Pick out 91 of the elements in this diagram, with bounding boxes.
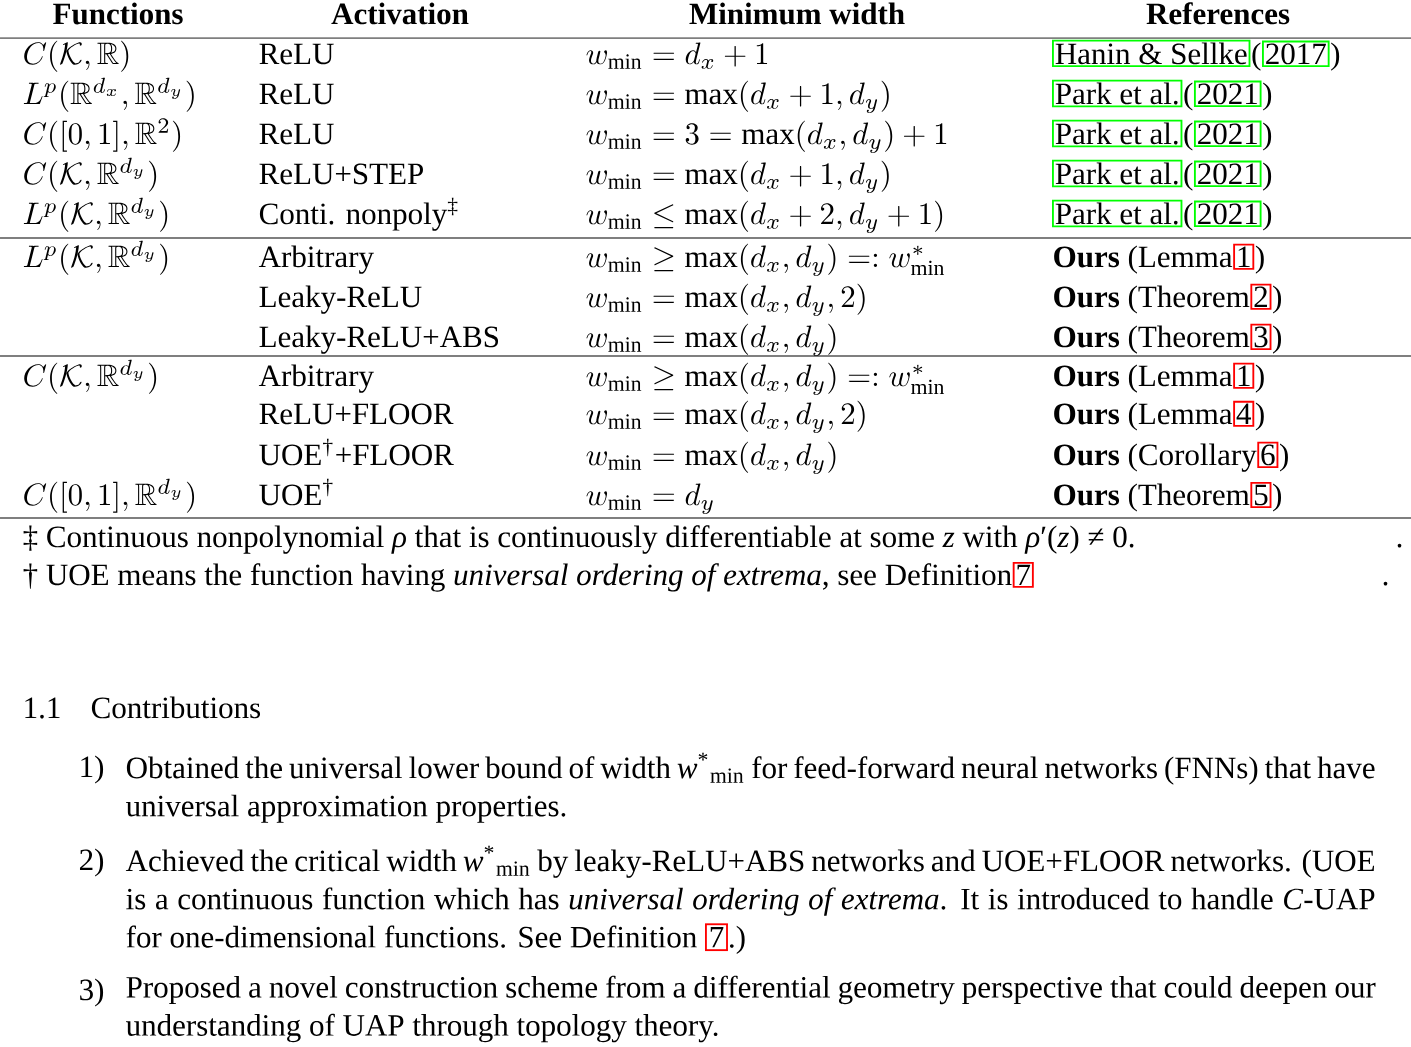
period-mark: . <box>1383 581 1388 586</box>
citation-link: 2 <box>1250 283 1272 310</box>
reference-text: Ours (Lemma <box>1054 245 1233 274</box>
list-number: 3) <box>80 978 104 1007</box>
citation-link: 2021 <box>1193 200 1262 228</box>
section-title: Contributions <box>91 696 261 719</box>
citation-link: 6 <box>1257 441 1279 469</box>
width-formula: $w_{\min} \geq \max(d_x, d_y) =: w^*_{\min}$ <box>586 243 945 277</box>
parenthesis: ) <box>1273 483 1282 512</box>
section-number: 1.1 <box>25 697 60 719</box>
activation-name: ReLU+STEP <box>259 163 423 185</box>
function-space: $L^p(\mathcal{K},\mathbb{R}^{d_y})$ <box>23 197 168 232</box>
function-space: $L^p(\mathcal{K},\mathbb{R}^{d_y})$ <box>23 240 168 275</box>
citation-link: 4 <box>1233 400 1255 427</box>
width-formula: $w_{\min} = \max(d_x, d_y)$ <box>586 323 836 357</box>
citation-link: Hanin & Sellke <box>1052 39 1251 68</box>
citation-link: 2017 <box>1262 40 1330 68</box>
citation-link: 1 <box>1233 243 1255 270</box>
parenthesis: ( <box>1184 82 1193 111</box>
activation-name: Leaky-ReLU+ABS <box>259 325 499 354</box>
reference-text: Ours (Theorem <box>1054 483 1250 512</box>
parenthesis: ) <box>1255 245 1264 274</box>
width-formula: $w_{\min} = 3 = \max(d_x, d_y) + 1$ <box>586 120 947 154</box>
activation-name: Conti. nonpoly$^{‡}$ <box>259 197 458 231</box>
width-formula: $w_{\min} = d_y$ <box>586 483 713 515</box>
activation-name: ReLU <box>259 43 334 65</box>
width-formula: $w_{\min} \leq \max(d_x + 2, d_y + 1)$ <box>586 200 943 234</box>
citation-link: Park et al. <box>1052 79 1183 108</box>
parenthesis: ) <box>1255 364 1264 393</box>
function-space: $C(\mathcal{K},\mathbb{R})$ <box>24 40 129 72</box>
activation-name: ReLU <box>259 123 334 145</box>
activation-name: ReLU <box>259 83 334 105</box>
parenthesis: ) <box>1263 122 1272 151</box>
citation-link: 2021 <box>1193 120 1262 148</box>
parenthesis: ) <box>1273 325 1282 354</box>
activation-name: UOE$^{†}$+FLOOR <box>259 438 454 466</box>
citation-link: Park et al. <box>1052 119 1183 148</box>
width-formula: $w_{\min} = \max(d_x, d_y, 2)$ <box>586 400 865 434</box>
parenthesis: ) <box>1331 42 1340 71</box>
list-number: 2) <box>80 848 104 877</box>
citation-link: 5 <box>1250 481 1272 509</box>
activation-name: Leaky-ReLU <box>259 285 422 314</box>
citation-link: 3 <box>1250 323 1272 351</box>
citation-link: Park et al. <box>1052 199 1183 228</box>
width-formula: $w_{\min} = \max(d_x, d_y)$ <box>586 441 836 475</box>
reference-text: Ours (Corollary <box>1054 443 1257 472</box>
function-space: $C(\mathcal{K},\mathbb{R}^{d_y})$ <box>24 359 157 394</box>
list-item-text: Obtained the universal lower bound of width w$^{*}$$_{min}$ for feed-forward neural networks (FNNs) that have universal approximation properties. <box>126 752 1375 823</box>
list-number: 1) <box>81 755 104 784</box>
citation-link: 1 <box>1233 362 1255 389</box>
reference-text: Ours (Lemma <box>1054 364 1233 393</box>
footnote: ‡ Continuous nonpolynomial ρ that is continuously differentiable at some z with ρ′(z) ≠ 0. <box>23 525 1134 554</box>
list-item-text: Proposed a novel construction scheme from a differential geometry perspective that could deepen our understanding of UAP through topology theory. <box>126 975 1376 1043</box>
parenthesis: ( <box>1184 122 1193 151</box>
column-header: Minimum width <box>689 2 905 25</box>
parenthesis: ) <box>1280 443 1288 472</box>
reference-text: Ours (Theorem <box>1054 285 1250 314</box>
parenthesis: ) <box>1263 202 1272 231</box>
activation-name: Arbitrary <box>258 364 374 393</box>
function-space: $L^p(\mathbb{R}^{d_x},\mathbb{R}^{d_y})$ <box>23 77 194 112</box>
parenthesis: ( <box>1252 42 1261 71</box>
parenthesis: ( <box>1184 202 1193 231</box>
reference-text: Ours (Theorem <box>1054 325 1250 354</box>
function-space: $C([0,1],\mathbb{R}^2)$ <box>24 118 181 152</box>
function-space: $C([0,1],\mathbb{R}^{d_y})$ <box>24 478 195 513</box>
citation-link: 7 <box>704 923 729 952</box>
period-mark: . <box>1397 543 1402 548</box>
parenthesis: ) <box>1263 82 1272 111</box>
citation-link: 2021 <box>1193 160 1262 188</box>
activation-name: UOE$^{†}$ <box>259 478 333 506</box>
column-header: Activation <box>331 2 469 25</box>
list-item-text: Achieved the critical width w$^{*}$$_{min}$ by leaky-ReLU+ABS networks and UOE+FLOOR networks. (UOE is a continuous function which has universal ordering of extrema. It is introduced to handle C-UAP for one-dimensional functions. See Definition 7 .) <box>125 845 1375 954</box>
citation-link: Park et al. <box>1052 159 1183 188</box>
function-space: $C(\mathcal{K},\mathbb{R}^{d_y})$ <box>24 157 157 192</box>
width-formula: $w_{\min} = \max(d_x + 1, d_y)$ <box>586 80 889 114</box>
citation-link: 7 <box>1012 561 1034 588</box>
width-formula: $w_{\min} = \max(d_x, d_y, 2)$ <box>586 283 865 317</box>
parenthesis: ) <box>1255 402 1264 431</box>
column-header: References <box>1146 2 1290 25</box>
parenthesis: ) <box>1263 162 1272 191</box>
width-formula: $w_{\min} = \max(d_x + 1, d_y)$ <box>586 160 889 194</box>
footnote: † UOE means the function having universal ordering of extrema, see Definition <box>23 563 1012 592</box>
column-header: Functions <box>53 2 183 25</box>
reference-text: Ours (Lemma <box>1054 402 1233 431</box>
citation-link: 2021 <box>1193 80 1262 108</box>
activation-name: Arbitrary <box>258 245 374 274</box>
activation-name: ReLU+FLOOR <box>259 403 454 425</box>
width-formula: $w_{\min} = d_x + 1$ <box>586 42 768 69</box>
parenthesis: ) <box>1273 285 1282 314</box>
parenthesis: ( <box>1184 162 1193 191</box>
width-formula: $w_{\min} \geq \max(d_x, d_y) =: w^*_{\min}$ <box>586 362 945 396</box>
